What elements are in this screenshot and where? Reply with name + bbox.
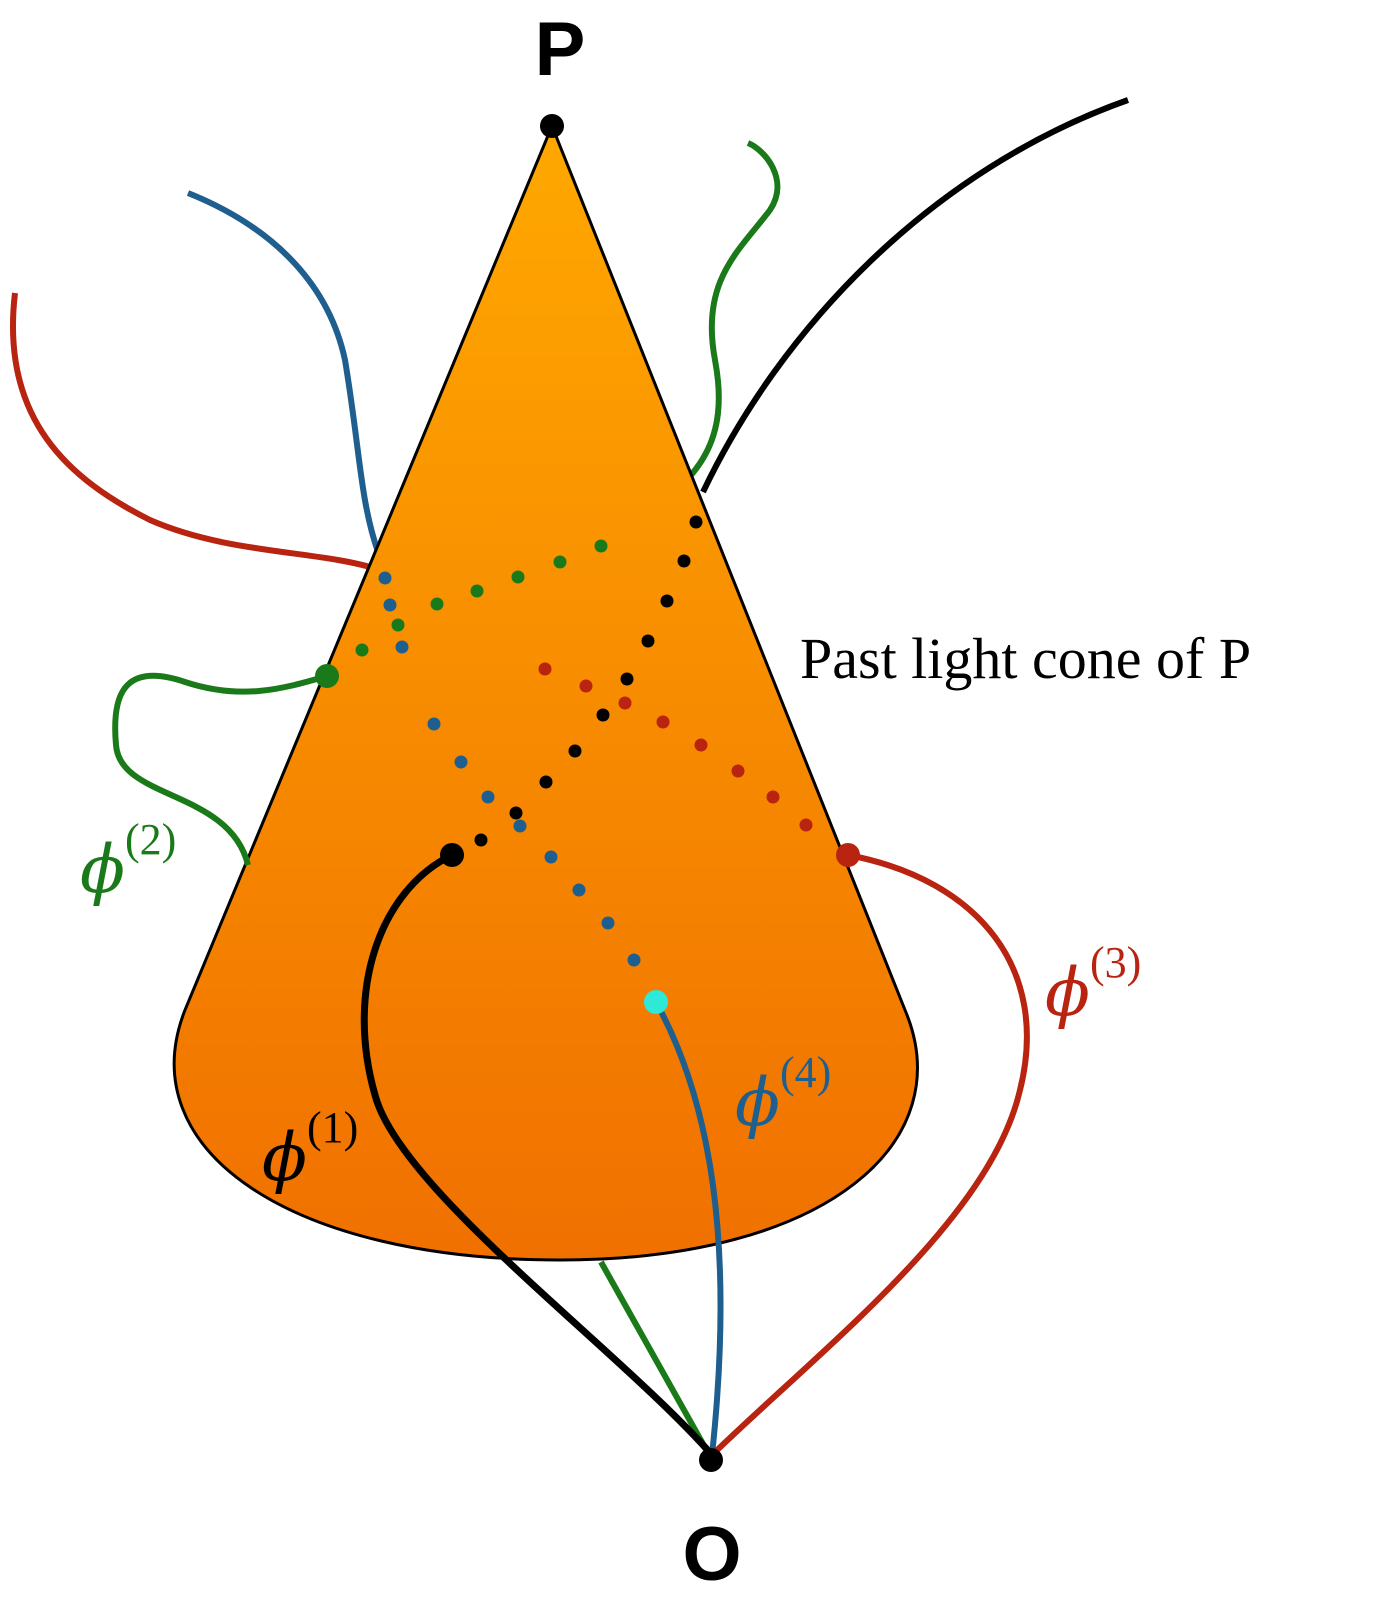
point-o-label: O bbox=[682, 1512, 741, 1597]
phi2-crossing-dot bbox=[315, 664, 339, 688]
phi2-label: ϕ(2) bbox=[80, 815, 176, 908]
phi1-dotted-segment bbox=[474, 515, 703, 847]
phi4-dotted-segment bbox=[378, 571, 641, 967]
phi3-crossing-dot bbox=[836, 843, 860, 867]
phi4-worldline-lower bbox=[653, 1000, 724, 1456]
point-p-dot bbox=[540, 114, 564, 138]
phi4-worldline-upper bbox=[186, 190, 381, 553]
phi2-dotted-segment bbox=[355, 539, 608, 657]
past-light-cone bbox=[172, 122, 919, 1262]
point-o-dot bbox=[699, 1448, 723, 1472]
phi3-worldline-lower bbox=[709, 852, 1030, 1458]
phi4-label: ϕ(4) bbox=[735, 1048, 831, 1141]
phi3-dotted-segment bbox=[538, 662, 813, 832]
phi2-worldline-upper bbox=[633, 140, 781, 523]
phi4-crossing-dot bbox=[644, 990, 668, 1014]
point-p-label: P bbox=[535, 7, 586, 92]
phi1-worldline-upper bbox=[700, 97, 1130, 494]
cone-label: Past light cone of P bbox=[800, 626, 1251, 691]
phi1-label: ϕ(1) bbox=[262, 1103, 358, 1196]
phi1-worldline-lower bbox=[360, 851, 715, 1458]
phi1-endpoint-dot bbox=[440, 843, 464, 867]
phi2-worldline-left bbox=[112, 672, 328, 866]
phi2-worldline-bottom bbox=[598, 1260, 715, 1462]
phi3-label: ϕ(3) bbox=[1045, 938, 1141, 1031]
